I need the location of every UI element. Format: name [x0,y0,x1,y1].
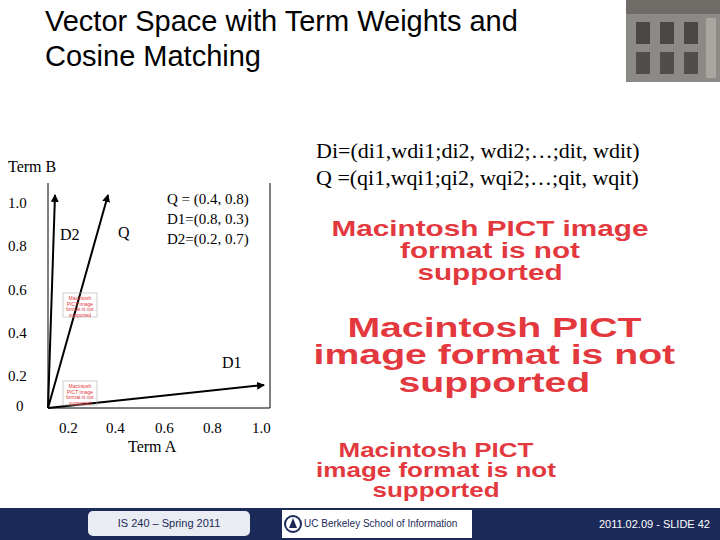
image-placeholder: Macintosh PICT image format is not suppo… [306,440,566,500]
tick-label: 1.0 [8,195,27,212]
tick-label: 0.6 [155,420,174,437]
slide-title: Vector Space with Term Weights and Cosin… [45,4,565,74]
image-placeholder: Macintosh PICT image format is not suppo… [328,218,652,284]
tick-label: 1.0 [252,420,271,437]
tick-label: 0.8 [8,238,27,255]
axis-title: Term B [8,158,56,176]
vectors [48,195,264,408]
image-placeholder: Macintosh PICT image format is not suppo… [66,384,94,406]
chart-axes [48,183,270,408]
formula: Di=(di1,wdi1;di2, wdi2;…;dit, wdit) [316,138,639,163]
tick-label: 0.8 [203,420,222,437]
school-logo-text: UC Berkeley School of Information [304,518,457,530]
tick-label: 0.2 [8,368,27,385]
tick-label: 0.4 [106,420,125,437]
vector-label: D1 [222,354,242,372]
vector-value: D1=(0.8, 0.3) [167,211,249,228]
axis-title: Term A [128,438,176,456]
footer-bar [0,508,720,540]
tick-label: 0.4 [8,325,27,342]
slide-number: 2011.02.09 - SLIDE 42 [520,518,710,531]
vector-value: D2=(0.2, 0.7) [167,231,249,248]
formula: Q =(qi1,wqi1;qi2, wqi2;…;qit, wqit) [316,165,639,190]
image-placeholder: Macintosh PICT image format is not suppo… [297,314,692,396]
vector-label: D2 [60,226,80,244]
tick-label: 0.2 [59,420,78,437]
tiny-placeholders [63,293,97,405]
building-photo [626,0,720,82]
vector-label: Q [118,224,130,242]
tick-label: 0 [16,398,24,415]
image-placeholder: Macintosh PICT image format is not suppo… [66,296,94,318]
course-label: IS 240 – Spring 2011 [92,517,246,530]
tick-label: 0.6 [8,282,27,299]
vector-value: Q = (0.4, 0.8) [167,191,249,208]
